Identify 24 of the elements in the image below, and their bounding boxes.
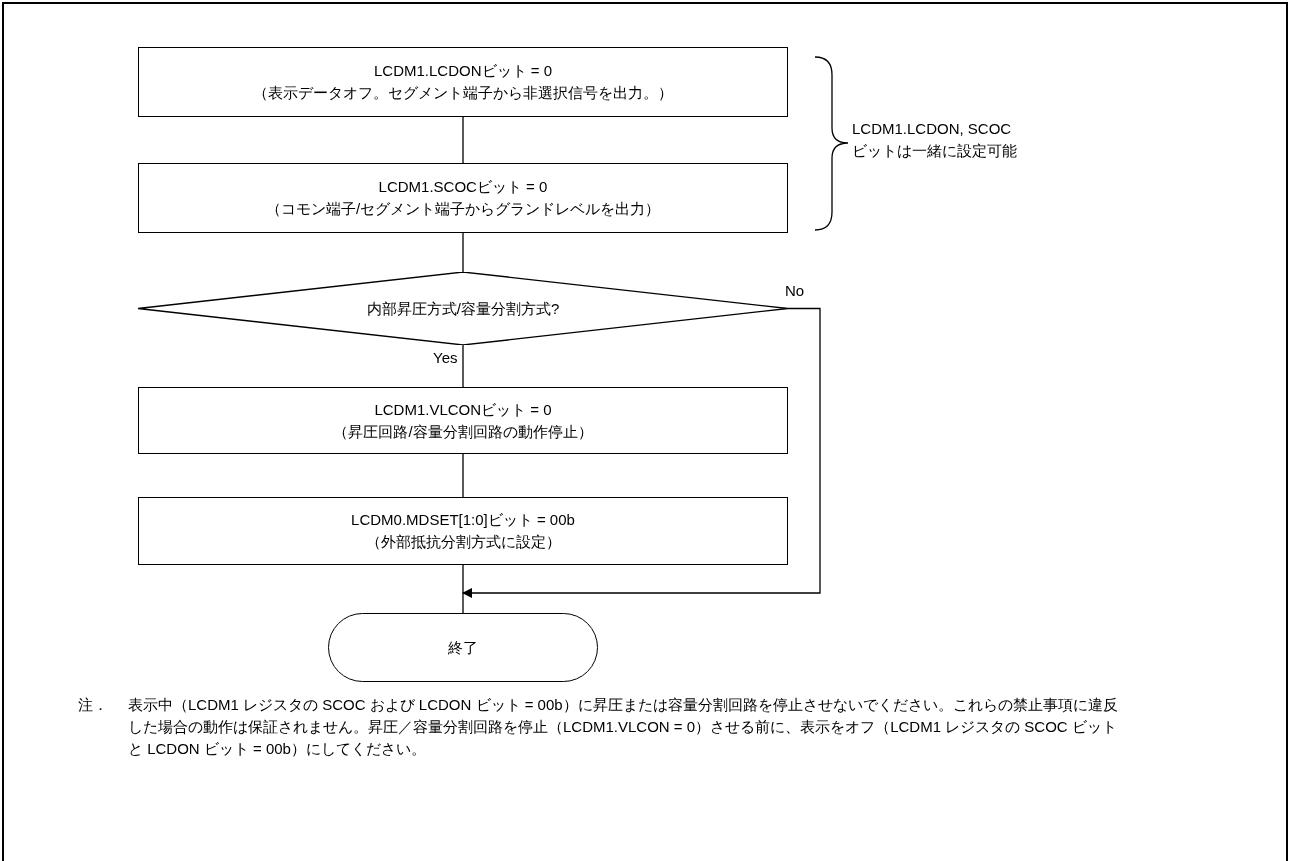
step-text: LCDM1.VLCONビット = 0	[374, 399, 552, 420]
connector-line	[462, 564, 464, 614]
step-note: （コモン端子/セグメント端子からグランドレベルを出力）	[265, 199, 661, 219]
step-text: LCDM1.LCDONビット = 0	[374, 61, 552, 81]
connector-line	[462, 453, 464, 498]
connector-line	[462, 344, 464, 388]
step-text: LCDM1.SCOCビット = 0	[378, 177, 548, 197]
decision-diamond	[138, 272, 788, 345]
note-text: 表示中（LCDM1 レジスタの SCOC および LCDON ビット = 00b）に昇圧または容量分割回路を停止させないでください。これらの禁止事項に違反した場合の動作は保証されません。昇圧／容量分割回路を停止（LCDM1.VLCON = 0）させる前に、表示をオフ（LCDM1 レジスタの SCOC ビットと LCDON ビット = 00b）にしてください。	[128, 695, 1119, 759]
step-note: （外部抵抗分割方式に設定）	[365, 532, 561, 552]
step-text: 終了	[448, 637, 478, 658]
process-box	[138, 387, 788, 454]
note-marker: 注．	[78, 695, 108, 715]
process-box	[138, 163, 788, 233]
step-text: 内部昇圧方式/容量分割方式?	[366, 298, 560, 319]
process-box	[138, 497, 788, 565]
connector-line	[462, 116, 464, 164]
annotation-text: LCDM1.LCDON, SCOCビットは一緒に設定可能	[852, 119, 1018, 161]
step-note: （昇圧回路/容量分割回路の動作停止）	[333, 421, 593, 442]
step-text: LCDM0.MDSET[1:0]ビット = 00b	[351, 510, 575, 530]
step-note: （表示データオフ。セグメント端子から非選択信号を出力。）	[253, 83, 673, 103]
process-box	[138, 47, 788, 117]
arrow	[462, 307, 821, 598]
connector-line	[462, 232, 464, 273]
